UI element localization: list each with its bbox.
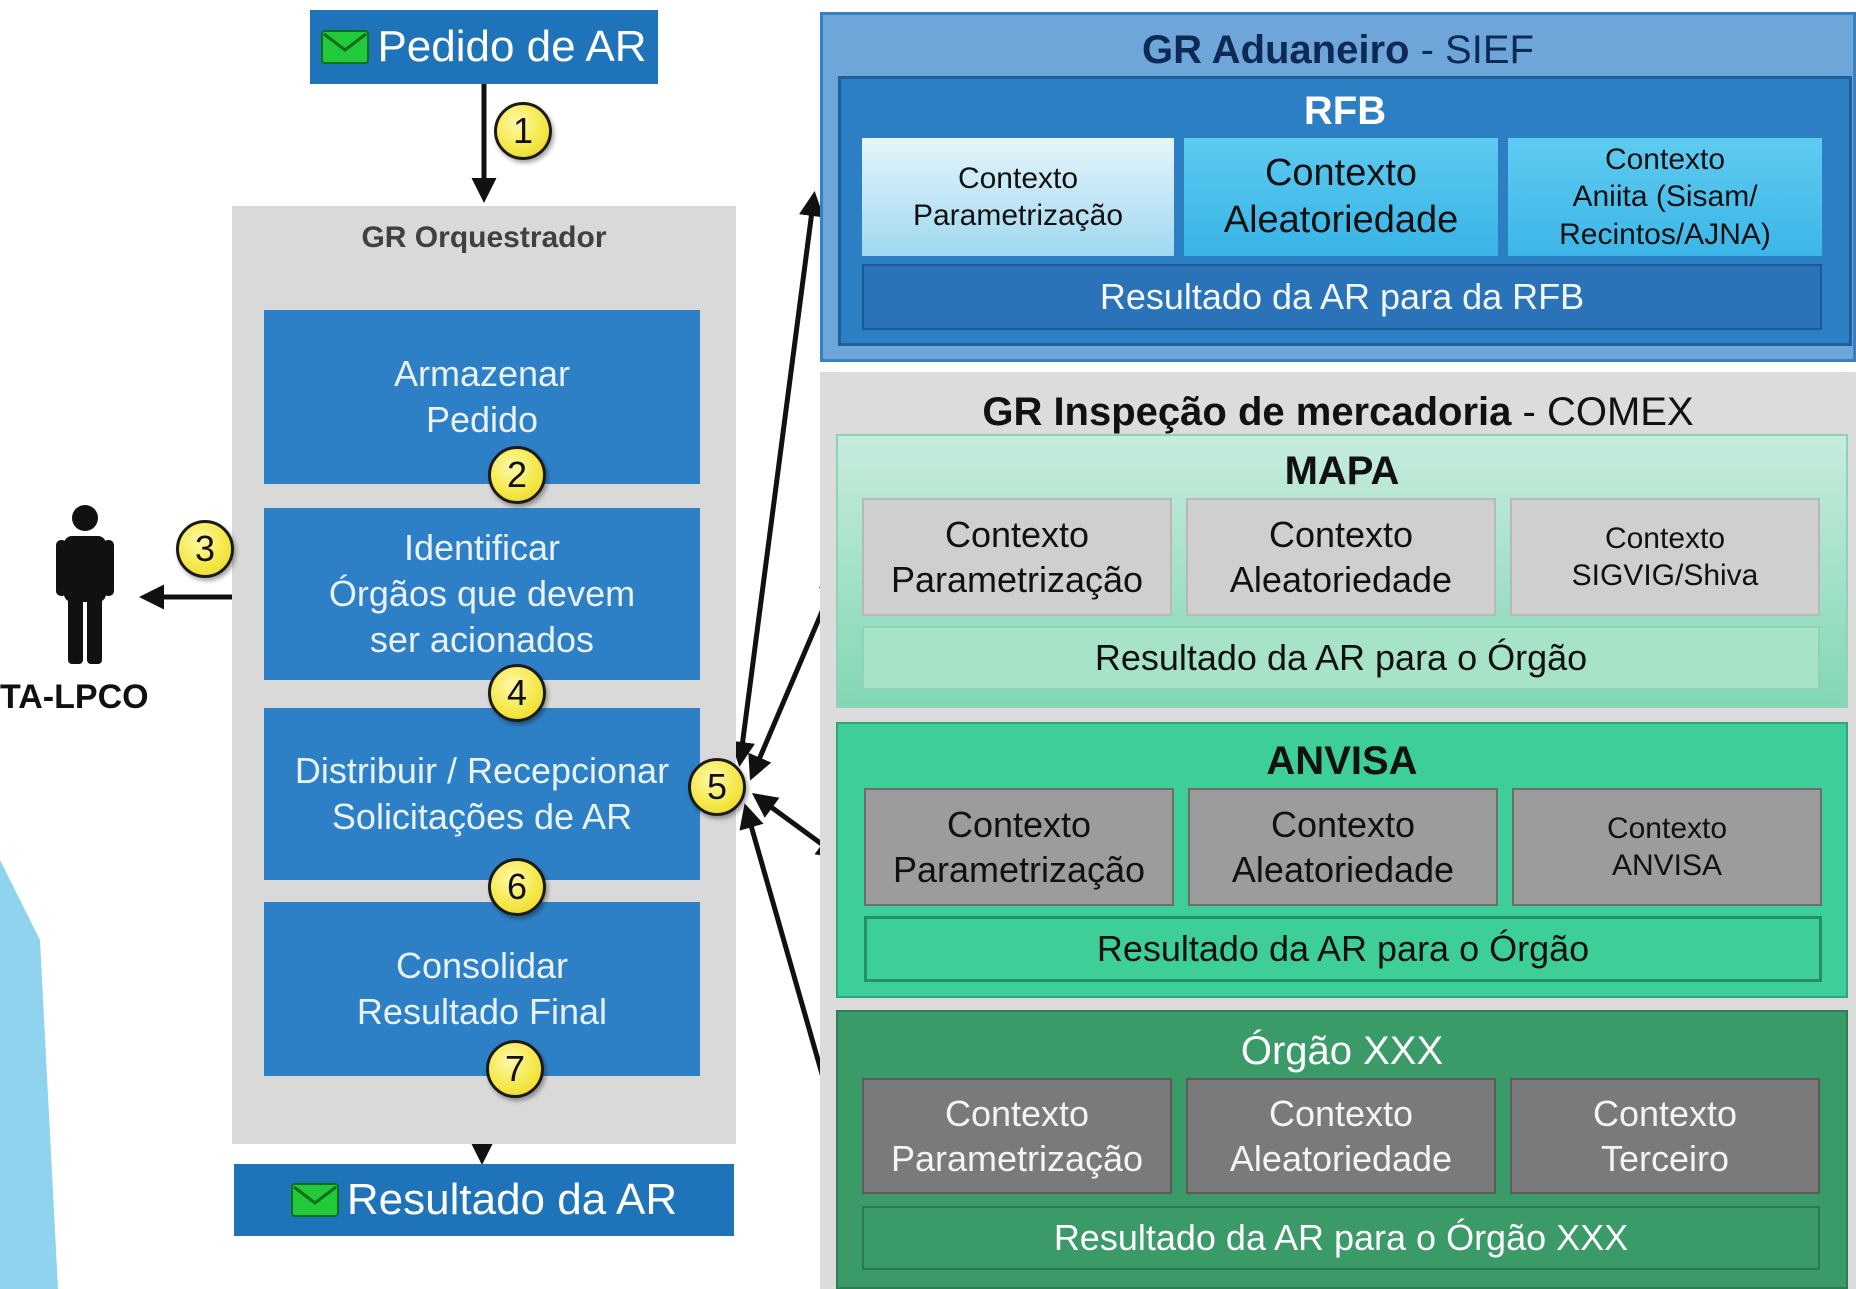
comex-title-bold: GR Inspeção de mercadoria xyxy=(982,389,1512,434)
orgao-xxx-context-aleatoriedade: Contexto Aleatoriedade xyxy=(1186,1078,1496,1194)
context-line: Aleatoriedade xyxy=(1229,559,1453,600)
orgao-xxx-context-parametrizacao: Contexto Parametrização xyxy=(862,1078,1172,1194)
anvisa-context-aleatoriedade: Contexto Aleatoriedade xyxy=(1188,788,1498,906)
step-number-4: 4 xyxy=(488,664,546,722)
context-line: Contexto xyxy=(944,1093,1090,1134)
context-line: Contexto xyxy=(1604,521,1726,555)
anvisa-context-parametrizacao: Contexto Parametrização xyxy=(864,788,1174,906)
rfb-context-aniita: Contexto Aniita (Sisam/ Recintos/AJNA) xyxy=(1508,138,1822,256)
sief-title-rest: - SIEF xyxy=(1420,27,1534,72)
context-line: SIGVIG/Shiva xyxy=(1571,559,1759,592)
step-line: Resultado Final xyxy=(356,991,608,1032)
context-line: Contexto xyxy=(1268,1093,1414,1134)
actor-label: TA-LPCO xyxy=(0,678,149,716)
context-line: Contexto xyxy=(1604,142,1726,176)
context-line: Parametrização xyxy=(892,849,1146,890)
step-line: Distribuir / Recepcionar xyxy=(294,750,670,791)
sief-panel-title: GR Aduaneiro - SIEF xyxy=(820,24,1856,76)
step-store-request: Armazenar Pedido xyxy=(264,310,700,484)
step-number-6: 6 xyxy=(488,858,546,916)
context-line: Aniita (Sisam/ xyxy=(1572,180,1758,214)
arrow-5-sief xyxy=(730,191,824,767)
mapa-result: Resultado da AR para o Órgão xyxy=(862,626,1820,690)
rfb-result: Resultado da AR para da RFB xyxy=(862,264,1822,330)
context-line: Parametrização xyxy=(890,1138,1144,1179)
anvisa-context-anvisa: Contexto ANVISA xyxy=(1512,788,1822,906)
sief-title-bold: GR Aduaneiro xyxy=(1142,27,1410,72)
context-line: Recintos/AJNA) xyxy=(1559,217,1771,251)
context-line: Contexto xyxy=(1264,151,1418,194)
context-line: Contexto xyxy=(1606,811,1728,845)
step-identify-agencies: Identificar Órgãos que devem ser acionad… xyxy=(264,508,700,680)
step-number-1: 1 xyxy=(494,102,552,160)
context-line: Aleatoriedade xyxy=(1223,199,1459,241)
step-line: Órgãos que devem xyxy=(328,573,636,614)
envelope-icon xyxy=(321,30,370,64)
context-line: Terceiro xyxy=(1600,1138,1730,1179)
context-line: Aleatoriedade xyxy=(1229,1138,1453,1179)
orchestrator-title: GR Orquestrador xyxy=(361,221,607,254)
person-icon xyxy=(56,505,114,664)
orgao-xxx-title: Órgão XXX xyxy=(1240,1028,1444,1073)
orgao-xxx-context-terceiro: Contexto Terceiro xyxy=(1510,1078,1820,1194)
rfb-title: RFB xyxy=(1303,88,1387,133)
context-line: Parametrização xyxy=(912,199,1124,232)
step-number-3: 3 xyxy=(176,520,234,578)
context-line: Parametrização xyxy=(890,559,1144,600)
step-line: Pedido xyxy=(425,399,539,440)
request-label: Pedido de AR xyxy=(377,22,647,71)
context-line: Contexto xyxy=(957,161,1079,195)
context-line: Aleatoriedade xyxy=(1231,849,1455,890)
context-line: Contexto xyxy=(1270,804,1416,845)
step-number-2: 2 xyxy=(488,446,546,504)
envelope-icon xyxy=(290,1183,339,1217)
orgao-xxx-result: Resultado da AR para o Órgão XXX xyxy=(862,1206,1820,1270)
step-line: Armazenar xyxy=(393,353,571,394)
result-box: Resultado da AR xyxy=(234,1164,734,1236)
context-line: Contexto xyxy=(944,514,1090,555)
result-label: Resultado da AR xyxy=(346,1175,678,1224)
step-line: Consolidar xyxy=(395,945,569,986)
mapa-context-aleatoriedade: Contexto Aleatoriedade xyxy=(1186,498,1496,616)
step-consolidate-result: Consolidar Resultado Final xyxy=(264,902,700,1076)
mapa-context-parametrizacao: Contexto Parametrização xyxy=(862,498,1172,616)
comex-title-rest: - COMEX xyxy=(1522,389,1694,434)
decorative-shape xyxy=(0,860,58,1289)
step-number-5: 5 xyxy=(688,758,746,816)
rfb-context-parametrizacao: Contexto Parametrização xyxy=(862,138,1174,256)
request-box: Pedido de AR xyxy=(310,10,658,84)
step-number-7: 7 xyxy=(486,1040,544,1098)
rfb-context-aleatoriedade: Contexto Aleatoriedade xyxy=(1184,138,1498,256)
context-line: Contexto xyxy=(1592,1093,1738,1134)
mapa-title: MAPA xyxy=(1284,448,1400,493)
context-line: Contexto xyxy=(946,804,1092,845)
step-line: Identificar xyxy=(403,527,561,568)
anvisa-title: ANVISA xyxy=(1266,738,1418,783)
context-line: Contexto xyxy=(1268,514,1414,555)
step-distribute-requests: Distribuir / Recepcionar Solicitações de… xyxy=(264,708,700,880)
step-line: ser acionados xyxy=(369,619,595,660)
context-line: ANVISA xyxy=(1611,849,1723,882)
mapa-context-sigvig: Contexto SIGVIG/Shiva xyxy=(1510,498,1820,616)
comex-panel-title: GR Inspeção de mercadoria - COMEX xyxy=(820,384,1856,440)
anvisa-result: Resultado da AR para o Órgão xyxy=(864,916,1822,982)
step-line: Solicitações de AR xyxy=(331,796,633,837)
